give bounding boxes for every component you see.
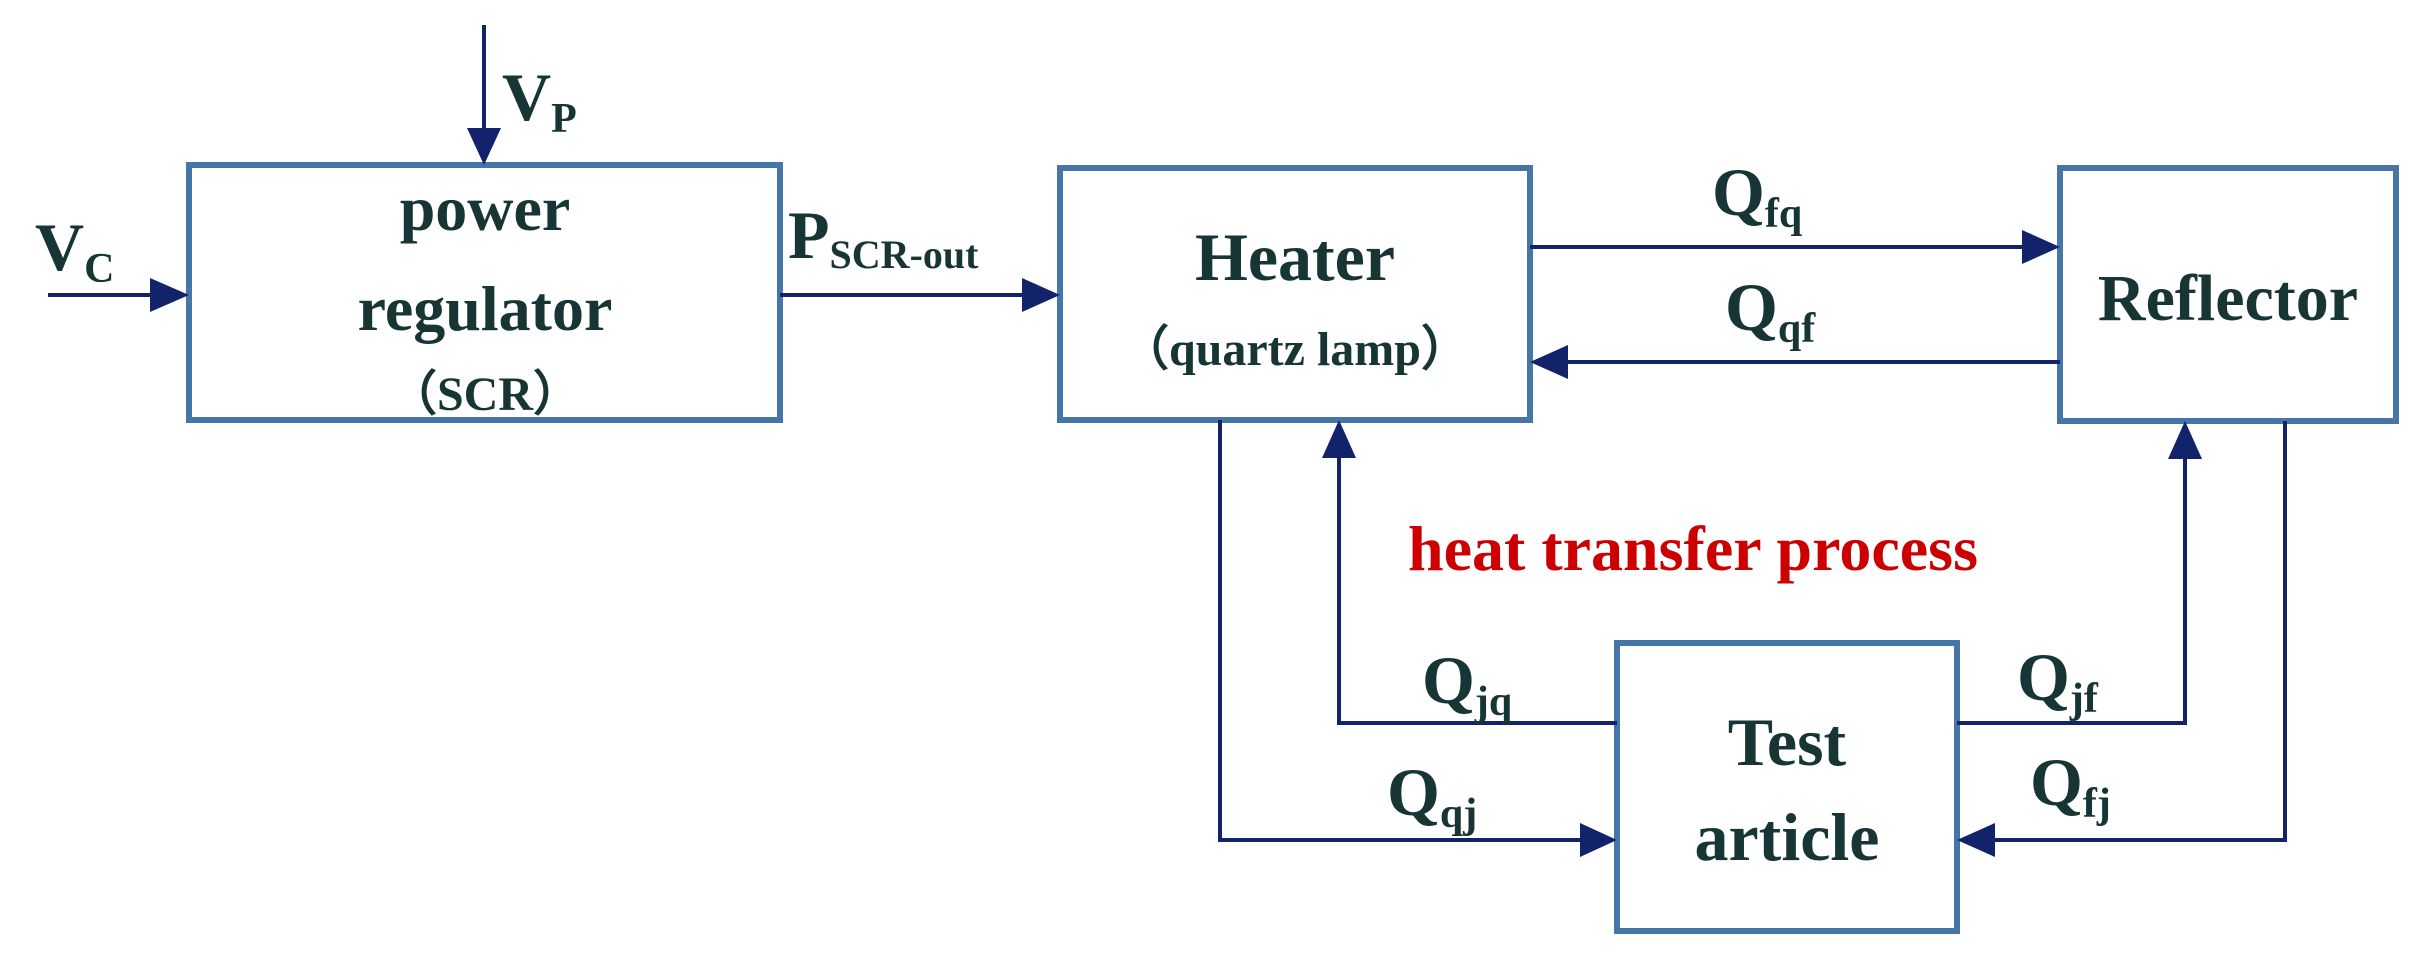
qjq-line: [1337, 458, 1617, 725]
heater-block: [1057, 165, 1533, 423]
qqf-arrowhead: [1530, 345, 1568, 379]
power-regulator-label-line2: regulator: [358, 273, 613, 344]
test-article-label-line1: Test: [1728, 704, 1847, 780]
pscr-label-main: P: [788, 197, 830, 273]
qfj-label: Qfj: [2030, 744, 2111, 827]
qqj-label: Qqj: [1387, 754, 1477, 837]
qfj-label-sub: fj: [2083, 781, 2111, 827]
power-regulator-label-line3: （SCR）: [389, 368, 581, 421]
vc-label-sub: C: [84, 246, 114, 292]
reflector-label: Reflector: [2098, 262, 2358, 335]
qqj-label-sub: qj: [1440, 791, 1477, 837]
qjf-line: [1957, 459, 2187, 725]
qjf-label-sub: jf: [2069, 676, 2099, 722]
diagram-caption: heat transfer process: [1408, 513, 1978, 584]
vc-label-main: V: [35, 209, 84, 285]
qqj-arrowhead: [1580, 823, 1617, 857]
pscr-arrowhead: [1022, 278, 1060, 312]
vp-label-sub: P: [551, 96, 577, 142]
pscr-label: PSCR-out: [788, 197, 979, 277]
vp-label-main: V: [502, 59, 551, 135]
qfq-arrowhead: [2022, 230, 2060, 264]
qfj-line: [1995, 421, 2287, 842]
vc-label: VC: [35, 209, 114, 292]
reflector-block: [2057, 165, 2399, 424]
qfq-label-main: Q: [1712, 154, 1765, 230]
qqf-label-sub: qf: [1778, 306, 1816, 352]
vc-arrowhead: [150, 278, 189, 312]
test-article-block: [1614, 640, 1960, 934]
qjq-label: Qjq: [1422, 642, 1512, 725]
heater-label-line1: Heater: [1195, 219, 1395, 295]
qjq-label-sub: jq: [1474, 679, 1512, 725]
qjf-label: Qjf: [2017, 639, 2099, 722]
qjf-arrowhead: [2168, 421, 2202, 459]
vp-label: VP: [502, 59, 577, 142]
qfj-label-main: Q: [2030, 744, 2083, 820]
qqf-label: Qqf: [1725, 269, 1816, 352]
power-regulator-label-line1: power: [400, 173, 571, 244]
qqj-line: [1218, 420, 1580, 842]
qfj-arrowhead: [1957, 823, 1995, 857]
qqj-label-main: Q: [1387, 754, 1440, 830]
test-article-label-line2: article: [1695, 799, 1880, 875]
qfq-label: Qfq: [1712, 154, 1802, 237]
heater-label-line2: （quartz lamp）: [1121, 323, 1469, 376]
vp-arrowhead: [467, 128, 501, 165]
power-regulator-block: [186, 162, 783, 423]
qfq-label-sub: fq: [1765, 191, 1802, 237]
qjq-arrowhead: [1322, 420, 1356, 458]
qqf-label-main: Q: [1725, 269, 1778, 345]
qjf-label-main: Q: [2017, 639, 2070, 715]
pscr-label-sub: SCR-out: [830, 232, 980, 277]
qjq-label-main: Q: [1422, 642, 1475, 718]
